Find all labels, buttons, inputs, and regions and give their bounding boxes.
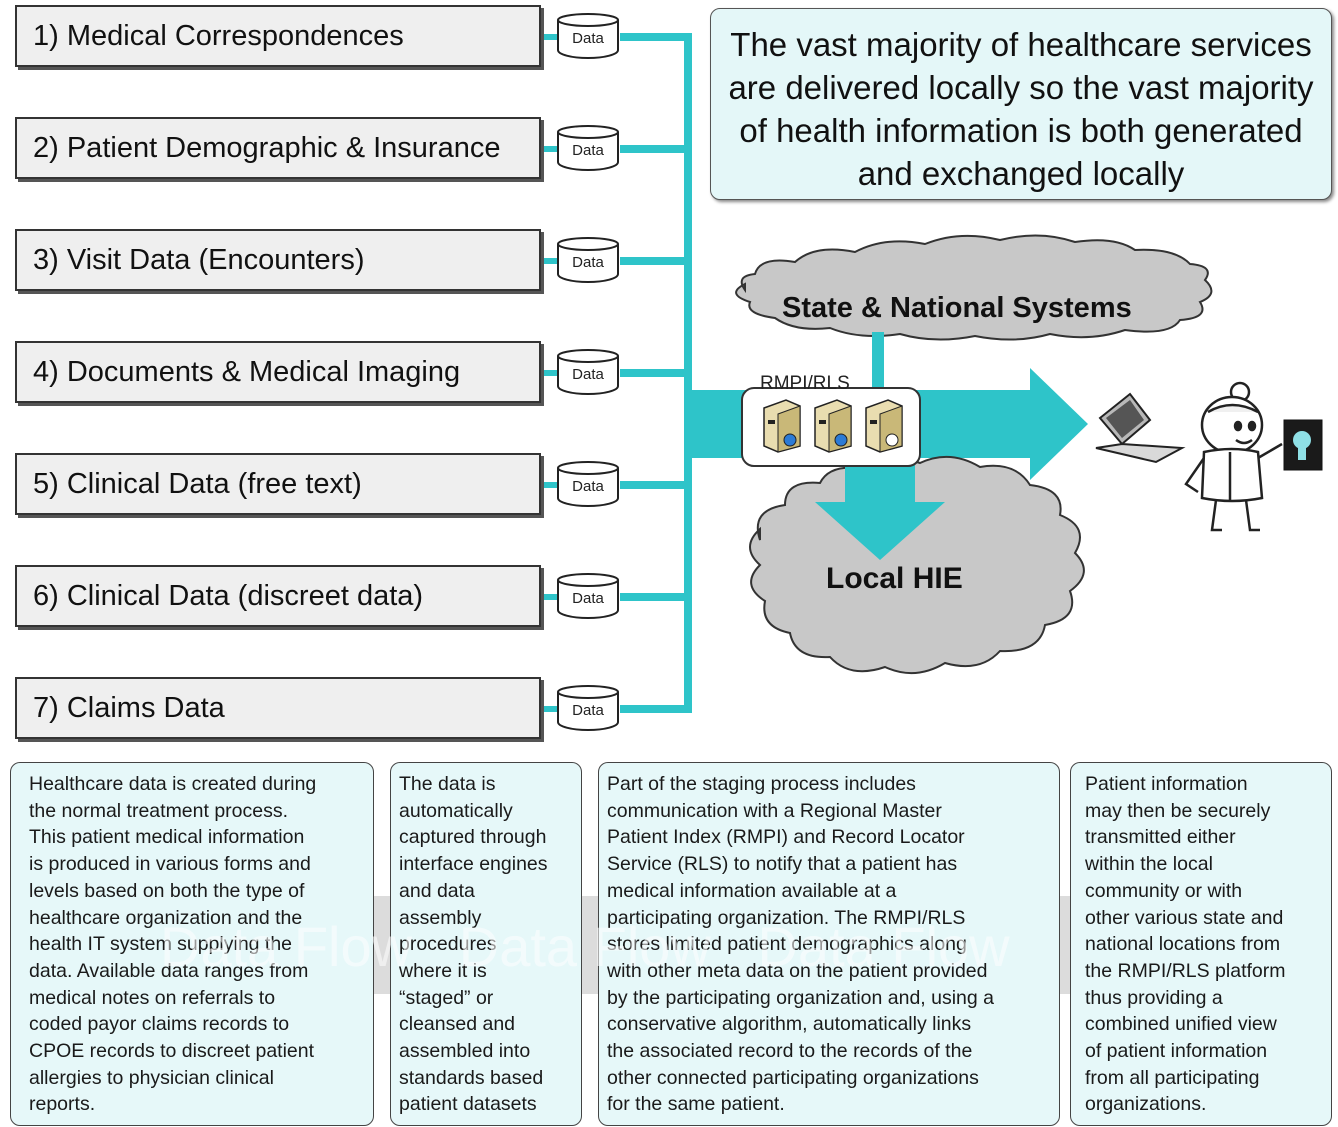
data-flow-watermark: Data Flow Data Flow Data Flow bbox=[160, 915, 1010, 978]
rmpi-rls-box bbox=[741, 387, 921, 467]
info-text: Healthcare data is created during the no… bbox=[29, 773, 317, 1116]
database-label: Data bbox=[572, 590, 604, 607]
info-panel-data-capture: The data is automatically captured throu… bbox=[390, 762, 582, 1126]
database-icon: Data bbox=[556, 236, 620, 284]
info-panel-data-creation: Healthcare data is created during the no… bbox=[10, 762, 374, 1126]
database-icon: Data bbox=[556, 572, 620, 620]
info-text: The data is automatically captured throu… bbox=[399, 773, 548, 1116]
xray-icon bbox=[1283, 419, 1323, 471]
flow-arrow-down bbox=[815, 458, 945, 560]
connector-bus bbox=[620, 33, 692, 713]
database-icon: Data bbox=[556, 684, 620, 732]
database-label: Data bbox=[572, 478, 604, 495]
source-box: 1) Medical Correspondences bbox=[15, 5, 541, 67]
rmpi-rls-label: RMPI/RLS bbox=[760, 373, 850, 394]
database-label: Data bbox=[572, 142, 604, 159]
server-icon bbox=[865, 399, 903, 453]
flow-arrow-right bbox=[690, 368, 1088, 480]
info-text: Part of the staging process includes com… bbox=[607, 773, 995, 1116]
database-label: Data bbox=[572, 30, 604, 47]
state-national-label: State & National Systems bbox=[782, 292, 1132, 324]
source-box: 3) Visit Data (Encounters) bbox=[15, 229, 541, 291]
database-label: Data bbox=[572, 702, 604, 719]
source-box: 2) Patient Demographic & Insurance bbox=[15, 117, 541, 179]
server-icon bbox=[814, 399, 852, 453]
laptop-icon bbox=[1095, 392, 1186, 464]
info-panel-rmpi-rls: Part of the staging process includes com… bbox=[598, 762, 1060, 1126]
source-box: 4) Documents & Medical Imaging bbox=[15, 341, 541, 403]
info-panel-transmission: Patient information may then be securely… bbox=[1070, 762, 1332, 1126]
source-box: 5) Clinical Data (free text) bbox=[15, 453, 541, 515]
flow-arrow-up bbox=[872, 332, 884, 390]
doctor-icon bbox=[1184, 381, 1283, 532]
database-icon: Data bbox=[556, 12, 620, 60]
database-icon: Data bbox=[556, 348, 620, 396]
database-icon: Data bbox=[556, 124, 620, 172]
info-text: Patient information may then be securely… bbox=[1085, 773, 1286, 1116]
server-icon bbox=[763, 399, 801, 453]
database-icon: Data bbox=[556, 460, 620, 508]
source-box: 6) Clinical Data (discreet data) bbox=[15, 565, 541, 627]
local-hie-label: Local HIE bbox=[826, 562, 963, 595]
source-box: 7) Claims Data bbox=[15, 677, 541, 739]
database-label: Data bbox=[572, 254, 604, 271]
local-exchange-callout: The vast majority of healthcare services… bbox=[710, 8, 1332, 200]
database-label: Data bbox=[572, 366, 604, 383]
